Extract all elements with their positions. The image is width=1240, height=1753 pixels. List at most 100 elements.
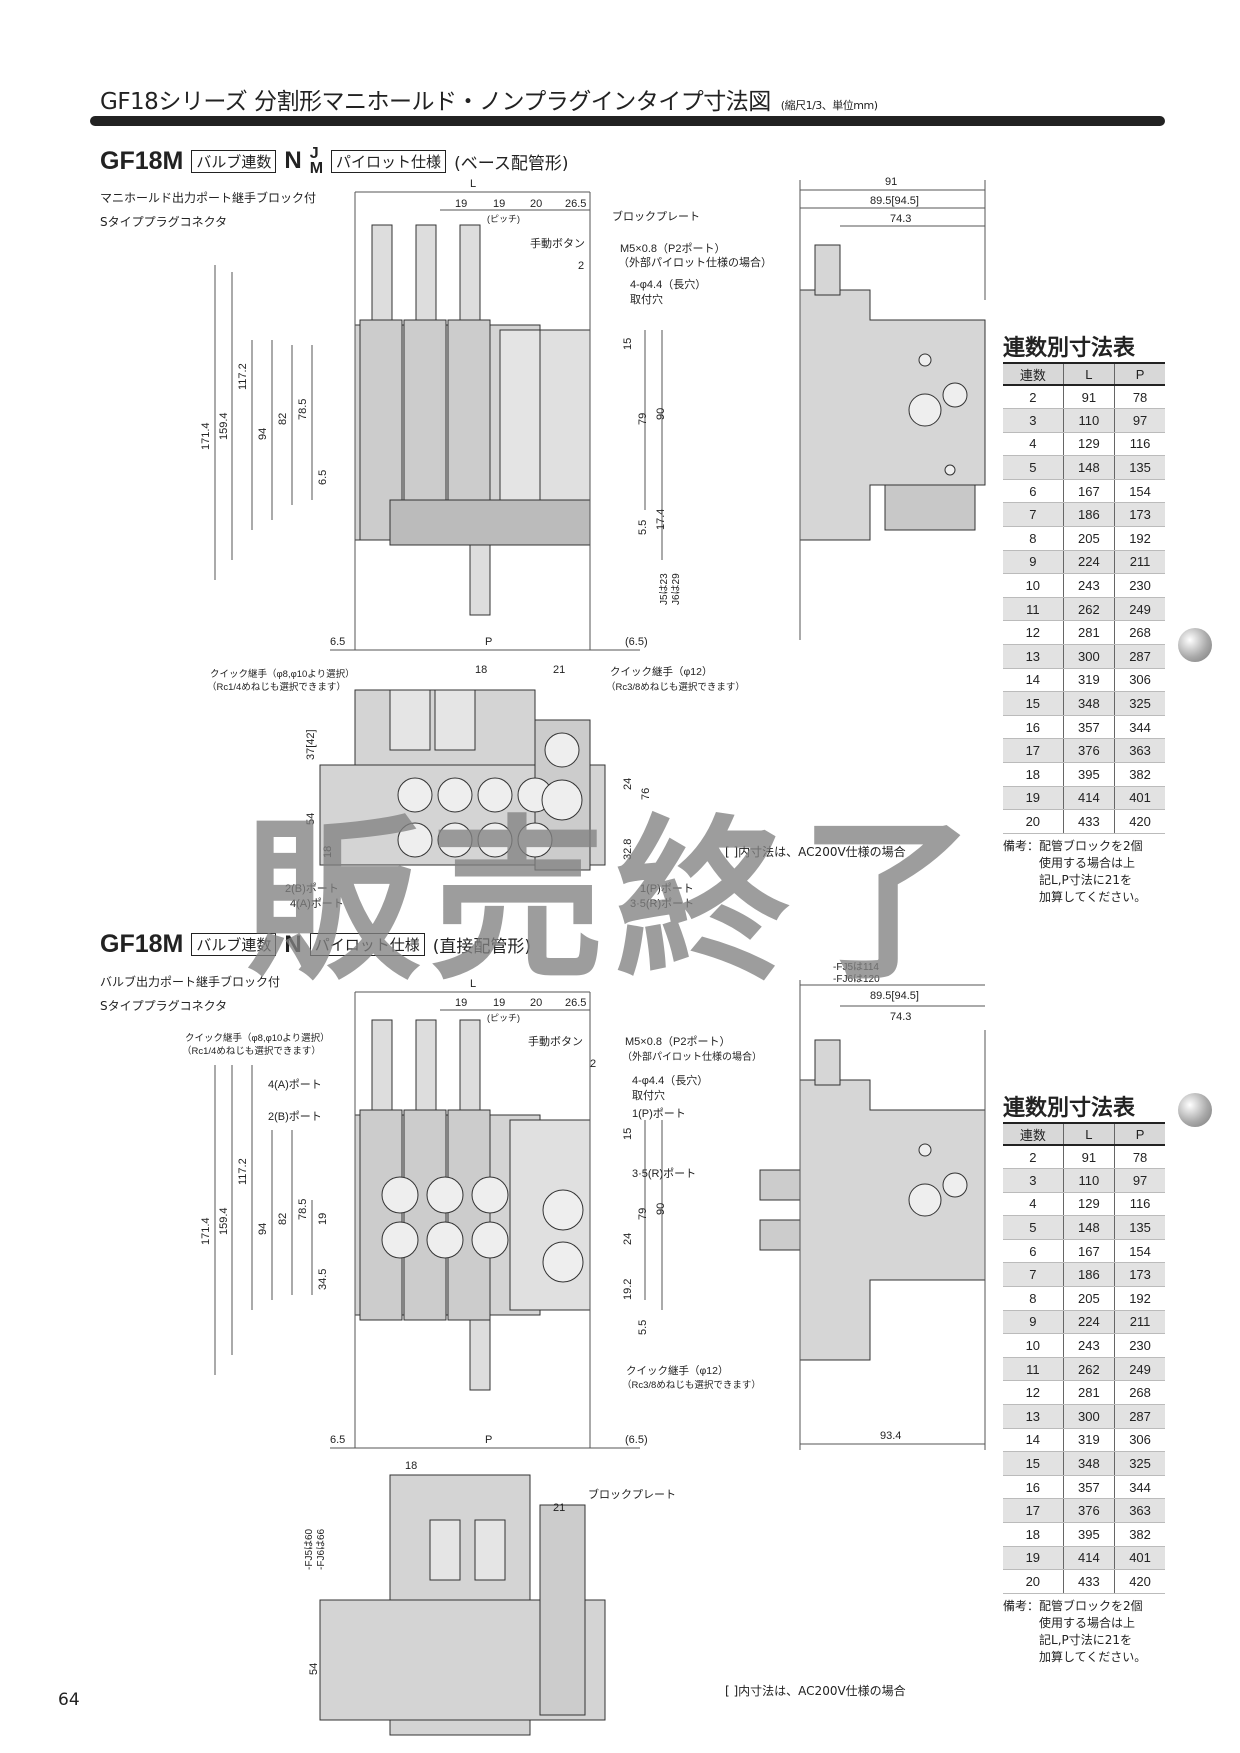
table-cell: 78 — [1114, 385, 1165, 410]
table-cell: 18 — [1003, 762, 1064, 787]
dim-label: 117.2 — [237, 1158, 249, 1185]
table-cell: 382 — [1114, 762, 1165, 787]
pilot-spec-box: パイロット仕様 — [331, 149, 447, 173]
callout-label: 4-φ4.4（長穴） — [630, 279, 707, 291]
dim-label: 26.5 — [565, 997, 587, 1009]
dim-label: -FJ5は114 — [833, 962, 879, 973]
table-cell: 281 — [1062, 620, 1115, 646]
table-cell: 382 — [1114, 1522, 1165, 1547]
dim-label: 90 — [655, 407, 667, 420]
table-cell: 15 — [1003, 1451, 1064, 1476]
dim-label: 34.5 — [317, 1268, 329, 1290]
dim-label: 19 — [493, 997, 506, 1009]
piping-type: (ベース配管形) — [454, 153, 569, 174]
callout-label: （Rc1/4めねじも選択できます） — [182, 1046, 321, 1057]
column-header: P — [1114, 1124, 1165, 1146]
table-title: 連数別寸法表 — [1003, 330, 1165, 364]
dim-label: 74.3 — [890, 1011, 912, 1023]
table-cell: 300 — [1062, 1404, 1115, 1429]
dim-label: 19.2 — [622, 1278, 634, 1300]
page-title: GF18シリーズ 分割形マニホールド・ノンプラグインタイプ寸法図(縮尺1/3、単… — [100, 82, 878, 116]
table-cell: 224 — [1062, 550, 1115, 575]
sub-line: マニホールド出力ポート継手ブロック付 — [100, 191, 317, 205]
side-view-2 — [759, 1039, 986, 1361]
bottom-view-2 — [319, 1474, 606, 1736]
table-cell: 91 — [1062, 1145, 1115, 1170]
callout-label: （Rc3/8めねじも選択できます） — [606, 682, 745, 693]
footnote: [ ]内寸法は、AC200V仕様の場合 — [725, 845, 906, 859]
table-cell: 5 — [1003, 455, 1064, 480]
table-cell: 211 — [1114, 1310, 1165, 1335]
table-cell: 300 — [1062, 644, 1115, 669]
dim-label: 171.4 — [200, 1217, 212, 1245]
table-cell: 348 — [1062, 691, 1115, 716]
table-cell: 420 — [1114, 1569, 1165, 1594]
table-cell: 306 — [1114, 668, 1165, 693]
dim-label: 117.2 — [237, 363, 249, 390]
option-m: M — [309, 160, 324, 177]
table-cell: 129 — [1062, 432, 1115, 457]
table-cell: 19 — [1003, 1546, 1064, 1571]
table-cell: 116 — [1114, 432, 1165, 457]
section2-subtitle: バルブ出力ポート継手ブロック付 Sタイププラグコネクタ — [100, 970, 280, 1018]
note-line: 使用する場合は上 — [1039, 855, 1136, 870]
table-cell: 363 — [1114, 738, 1165, 763]
table-title: 連数別寸法表 — [1003, 1090, 1165, 1124]
dim-label: 89.5[94.5] — [870, 195, 919, 207]
dim-label: L — [470, 978, 477, 990]
piping-type: (直接配管形) — [432, 937, 531, 957]
dim-label: 20 — [530, 198, 543, 210]
table-cell: 420 — [1114, 809, 1165, 834]
table-cell: 3 — [1003, 1168, 1064, 1193]
note-line: 記L,P寸法に21を — [1039, 1632, 1133, 1647]
table-cell: 344 — [1114, 1475, 1165, 1500]
dim-label: 26.5 — [565, 198, 587, 210]
table-cell: 9 — [1003, 550, 1064, 575]
table-cell: 8 — [1003, 1286, 1064, 1311]
table-cell: 135 — [1114, 1215, 1165, 1240]
callout-label: 取付穴 — [630, 294, 663, 306]
port-label: 1(P)ポート — [640, 883, 694, 895]
table-cell: 148 — [1062, 455, 1115, 480]
callout-label: （外部パイロット仕様の場合） — [618, 257, 772, 269]
table-cell: 344 — [1114, 715, 1165, 740]
callout-label: （外部パイロット仕様の場合） — [622, 1052, 762, 1063]
dim-label: (ピッチ) — [487, 214, 520, 224]
dim-label: 91 — [885, 176, 898, 188]
note-line: 使用する場合は上 — [1039, 1615, 1136, 1630]
dim-label: 82 — [277, 412, 289, 425]
option-n: N — [284, 147, 302, 174]
dim-label: 17.4 — [655, 508, 667, 530]
note-line: 記L,P寸法に21を — [1039, 872, 1133, 887]
table-cell: 9 — [1003, 1310, 1064, 1335]
dim-label: 19 — [455, 997, 468, 1009]
port-label: 2(B)ポート — [268, 1111, 322, 1123]
table-cell: 186 — [1062, 1262, 1115, 1288]
table-note: 備考：配管ブロックを2個使用する場合は上記L,P寸法に21を加算してください。 — [1003, 1598, 1165, 1666]
dim-label: 5.5 — [637, 519, 649, 535]
note-line: 加算してください。 — [1039, 1649, 1147, 1664]
table-cell: 230 — [1114, 1333, 1165, 1358]
port-label: 4(A)ポート — [290, 898, 344, 910]
table-cell: 249 — [1114, 1357, 1165, 1382]
column-header: L — [1062, 364, 1115, 386]
dim-label: 18 — [405, 1460, 418, 1472]
table-cell: 20 — [1003, 809, 1064, 834]
dim-label: 19 — [317, 1212, 329, 1225]
